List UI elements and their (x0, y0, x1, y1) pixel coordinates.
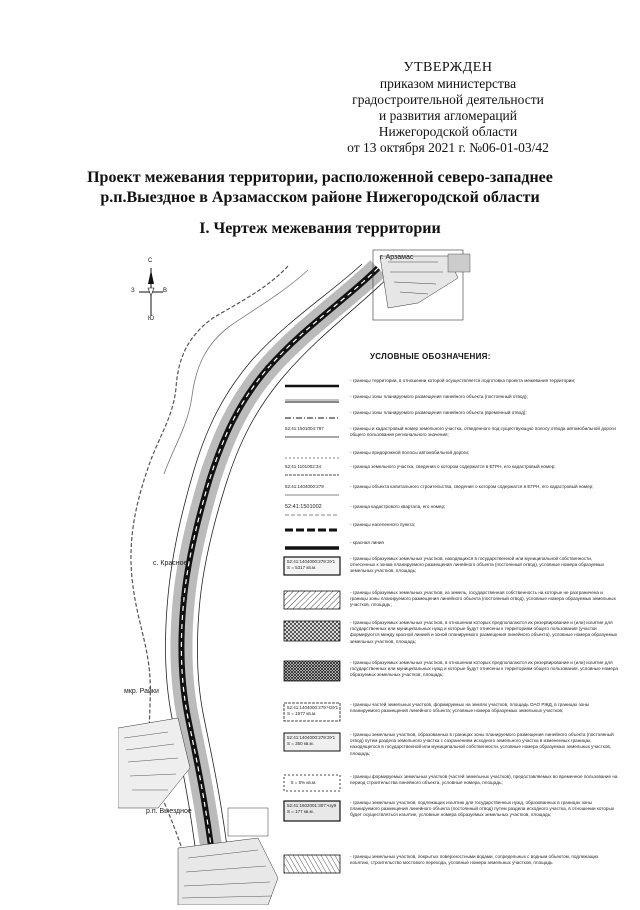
legend-item: 52:41:1404000:279 - границы объекта капи… (283, 484, 623, 502)
legend-symbol-label: 52:41:1501002 (285, 504, 322, 510)
compass-south-label: Ю (148, 316, 155, 322)
compass-east-label: В (163, 288, 168, 294)
legend-symbol (283, 590, 341, 615)
legend-item: 5 = 5% кв.м. - границы формируемых земел… (283, 774, 623, 794)
legend-title: УСЛОВНЫЕ ОБОЗНАЧЕНИЯ: (370, 352, 491, 361)
legend-symbol (283, 394, 341, 412)
legend-symbol: 52:41:1501002 (283, 504, 341, 522)
place-label-raiki: мкр. Райки (124, 688, 159, 695)
legend-text: - границы земельных участков, образованн… (350, 732, 614, 756)
legend-symbol: 5 = 5% кв.м. (283, 774, 341, 797)
map-svg (117, 249, 471, 907)
approval-line-1: приказом министерства (379, 76, 517, 91)
legend-text: - границы зоны планируемого размещения л… (350, 410, 527, 415)
legend-item: - границы территории, в отношении которо… (283, 378, 623, 392)
legend-symbol: 52:41:1404000:279 (283, 484, 341, 502)
legend-item: - красная линия (283, 540, 623, 552)
legend-symbol-label: 52:41:1404000:279:ЗУ1 S = 5317 кв.м. (287, 559, 336, 570)
legend-symbol (283, 522, 341, 540)
legend-text: - граница кадастрового квартала, его ном… (350, 504, 446, 509)
legend-symbol (283, 660, 341, 687)
legend-text: - границы объекта капитального строитель… (350, 484, 594, 489)
legend-symbol-label: 52:41:1404000:279 (285, 484, 324, 489)
legend-symbol-label: 52:41:1602001:307:чзу9 S = 177 кв.м. (287, 803, 337, 814)
legend-text: - границы населенного пункта; (350, 522, 416, 527)
legend-symbol-label: 5 = 5% кв.м. (291, 780, 317, 785)
place-label-vyezdnoe: р.п. Выездное (146, 808, 192, 815)
legend-text: - границы образуемых земельных участков,… (350, 556, 605, 574)
legend-item: - границы земельных участков, покрытых п… (283, 854, 623, 880)
legend-text: - границы образуемых земельных участков,… (350, 590, 616, 608)
approval-line-4: Нижегородской области (378, 124, 518, 139)
legend-symbol: 52:41:1101002:34 (283, 464, 341, 482)
legend-symbol (283, 620, 341, 647)
document-title-line-2: р.п.Выездное в Арзамасском районе Нижего… (100, 189, 540, 206)
approval-line-2: градостроительной деятельности (352, 92, 544, 107)
document-title-line-1: Проект межевания территории, расположенн… (87, 169, 553, 186)
legend-item: 52:41:1404000:279:ЧЗУ1 S = 1577 кв.м. - … (283, 702, 623, 724)
legend-item: - границы населенного пункта; (283, 522, 623, 534)
road-center-line (180, 267, 379, 906)
legend-symbol: 52:41:1404000:279:ЗУ1 S = 5317 кв.м. (283, 556, 341, 581)
legend-text: - границы земельных участков, подлежащих… (350, 800, 615, 818)
legend-item: 52:41:1501002 - граница кадастрового ква… (283, 504, 623, 518)
legend-text: - границы формируемых земельных участков… (350, 774, 618, 786)
legend-symbol-label: 52:41:1404000:279:ЧЗУ1 S = 1577 кв.м. (287, 705, 339, 716)
approval-block: УТВЕРЖДЕН приказом министерства градостр… (318, 60, 578, 156)
legend-symbol: 52:41:1404000:279:ЗУ1 S = 350 кв.м. (283, 732, 341, 757)
legend-symbol: 52:41:1501004:787 (283, 426, 341, 444)
legend-item: 52:41:1404000:279:ЗУ1 S = 5317 кв.м. - г… (283, 556, 623, 584)
compass-west-label: З (131, 288, 135, 294)
legend-symbol (283, 540, 341, 558)
legend-symbol-label: 52:41:1404000:279:ЗУ1 S = 350 кв.м. (287, 735, 336, 746)
legend-item: - границы придорожной полосы автомобильн… (283, 450, 623, 460)
approval-title: УТВЕРЖДЕН (403, 60, 493, 75)
legend-symbol: 52:41:1404000:279:ЧЗУ1 S = 1577 кв.м. (283, 702, 341, 727)
legend-text: - границы земельных участков, покрытых п… (350, 854, 599, 866)
approval-line-3: и развития агломераций (378, 108, 517, 123)
legend-item: 52:41:1101002:34 - граница земельного уч… (283, 464, 623, 484)
legend-text: - красная линия (350, 540, 384, 545)
legend-text: - границы образуемых земельных участков,… (350, 620, 618, 644)
legend-symbol (283, 854, 341, 879)
legend-item: - границы образуемых земельных участков,… (283, 660, 623, 694)
legend-item: - границы образуемых земельных участков,… (283, 590, 623, 616)
boundary-right (197, 271, 395, 906)
legend-text: - границы придорожной полосы автомобильн… (350, 450, 470, 455)
legend-text: - границы зоны планируемого размещения л… (350, 394, 528, 399)
legend-item: - границы образуемых земельных участков,… (283, 620, 623, 656)
legend-symbol (283, 410, 341, 428)
legend-symbol: 52:41:1602001:307:чзу9 S = 177 кв.м. (283, 800, 341, 827)
place-label-arzamas: г. Арзамас (380, 254, 414, 261)
legend-item: 52:41:1404000:279:ЗУ1 S = 350 кв.м. - гр… (283, 732, 623, 766)
approval-line-5: от 13 октября 2021 г. №06-01-03/42 (347, 140, 549, 155)
crossing-mark (264, 364, 272, 372)
place-label-krasnoe: с. Красное (153, 560, 188, 567)
settlement-vyezdnoe (177, 807, 279, 906)
legend-text: - граница земельного участка, сведения о… (350, 464, 556, 469)
compass-rose: С Ю З В (131, 258, 169, 322)
legend-item: 52:41:1602001:307:чзу9 S = 177 кв.м. - г… (283, 800, 623, 840)
legend-text: - границы образуемых земельных участков,… (350, 660, 618, 678)
legend-symbol (283, 450, 341, 468)
crossing-mark (180, 594, 188, 602)
settlement-arzamas (372, 249, 471, 321)
legend-symbol-label: 52:41:1101002:34 (285, 464, 321, 469)
map-drawing: с. Красное мкр. Райки р.п. Выездное г. А… (117, 248, 638, 907)
legend-item: 52:41:1501004:787 - границы и кадастровы… (283, 426, 623, 446)
legend-text: - границы территории, в отношении которо… (350, 378, 576, 383)
legend-text: - границы и кадастровый номер земельного… (350, 426, 616, 438)
legend-symbol-label: 52:41:1501004:787 (285, 426, 324, 431)
compass-north-label: С (148, 258, 153, 264)
legend-item: - границы зоны планируемого размещения л… (283, 410, 623, 424)
legend-item: - границы зоны планируемого размещения л… (283, 394, 623, 408)
legend-symbol (283, 378, 341, 396)
section-title: I. Чертеж межевания территории (199, 220, 441, 237)
river-bank (163, 269, 309, 475)
legend-text: - границы частей земельных участков, фор… (350, 702, 590, 714)
settlement-raiki (117, 717, 191, 809)
